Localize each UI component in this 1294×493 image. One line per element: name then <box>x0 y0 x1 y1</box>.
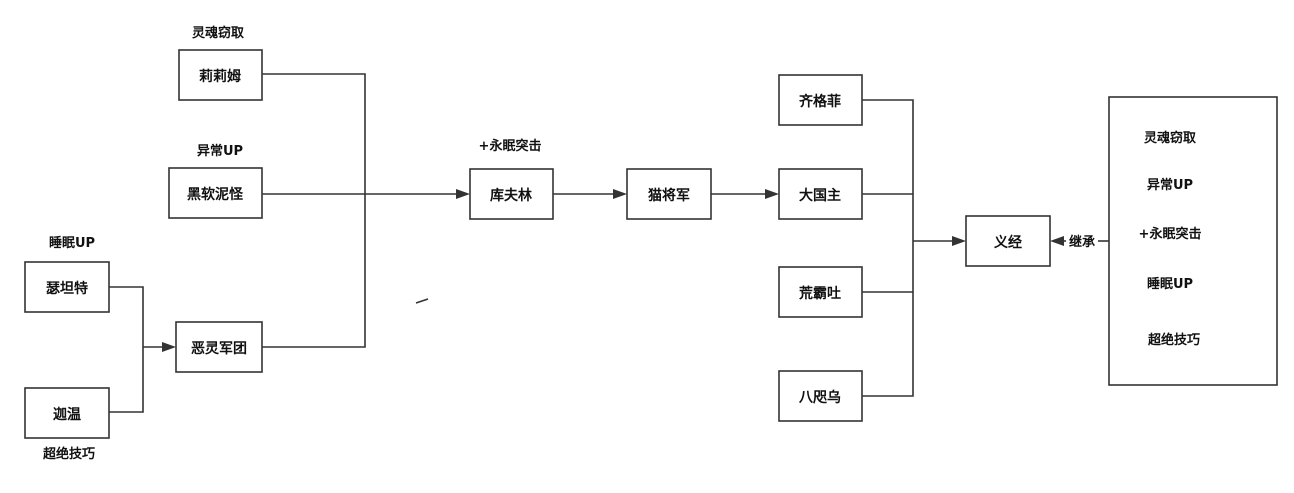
inherit-item-2: 异常UP <box>1147 177 1193 193</box>
node-yijing-label: 义经 <box>994 234 1022 251</box>
inherit-item-3: +永眠突击 <box>1139 226 1202 242</box>
label-lililum-skill: 灵魂窃取 <box>192 25 245 41</box>
label-gawain-skill: 超绝技巧 <box>43 446 95 462</box>
node-bazhiwu-label: 八咫乌 <box>798 389 841 406</box>
arrow-into-yijing <box>952 236 966 246</box>
inherit-box: 灵魂窃取 异常UP +永眠突击 睡眠UP 超绝技巧 <box>1108 96 1278 386</box>
node-daguozhu-label: 大国主 <box>799 187 841 204</box>
arrow-into-evil-legion <box>162 342 176 352</box>
node-qigefei-label: 齐格菲 <box>799 93 841 110</box>
stray-mark <box>415 298 429 304</box>
edge-lililum-merge <box>262 73 366 194</box>
edges <box>109 73 1109 413</box>
node-huangbatu-label: 荒霸吐 <box>798 285 841 302</box>
node-black-slime: 黑软泥怪 <box>168 167 263 219</box>
edge-qigefei-merge <box>862 99 914 241</box>
label-inherit: 继承 <box>1069 234 1095 250</box>
label-black-slime-skill: 异常UP <box>197 143 243 159</box>
node-huangbatu: 荒霸吐 <box>778 266 863 318</box>
edge-satan-merge <box>109 286 144 347</box>
inherit-item-1: 灵魂窃取 <box>1144 130 1197 146</box>
arrow-into-daguozhu <box>765 189 779 199</box>
node-satan-label: 瑟坦特 <box>46 280 88 297</box>
node-yijing: 义经 <box>965 215 1051 267</box>
edge-gawain-merge <box>109 347 144 413</box>
label-kufulin-skill: +永眠突击 <box>479 138 542 154</box>
node-kufulin: 库夫林 <box>469 168 554 220</box>
node-kufulin-label: 库夫林 <box>490 187 532 204</box>
node-bazhiwu: 八咫乌 <box>778 370 863 422</box>
node-lililum-label: 莉莉姆 <box>199 68 241 85</box>
node-lililum: 莉莉姆 <box>178 49 263 101</box>
arrow-into-kufulin <box>456 189 470 199</box>
node-evil-legion-label: 恶灵军团 <box>191 341 247 357</box>
edge-bazhiwu-merge <box>862 241 914 397</box>
inherit-item-5: 超绝技巧 <box>1148 332 1200 348</box>
inherit-item-4: 睡眠UP <box>1147 276 1193 292</box>
label-satan-skill: 睡眠UP <box>49 235 95 251</box>
arrow-inherit <box>1050 236 1064 246</box>
node-cat-general: 猫将军 <box>626 168 712 220</box>
node-evil-legion: 恶灵军团 <box>175 321 263 373</box>
arrow-into-cat-general <box>613 189 627 199</box>
node-satan: 瑟坦特 <box>24 261 110 313</box>
node-daguozhu: 大国主 <box>778 168 863 220</box>
node-gawain-label: 迦温 <box>53 406 81 423</box>
edge-evil-legion-merge <box>262 194 366 348</box>
node-qigefei: 齐格菲 <box>778 74 863 126</box>
node-cat-general-label: 猫将军 <box>648 187 690 204</box>
node-black-slime-label: 黑软泥怪 <box>187 186 244 203</box>
node-gawain: 迦温 <box>24 387 110 439</box>
